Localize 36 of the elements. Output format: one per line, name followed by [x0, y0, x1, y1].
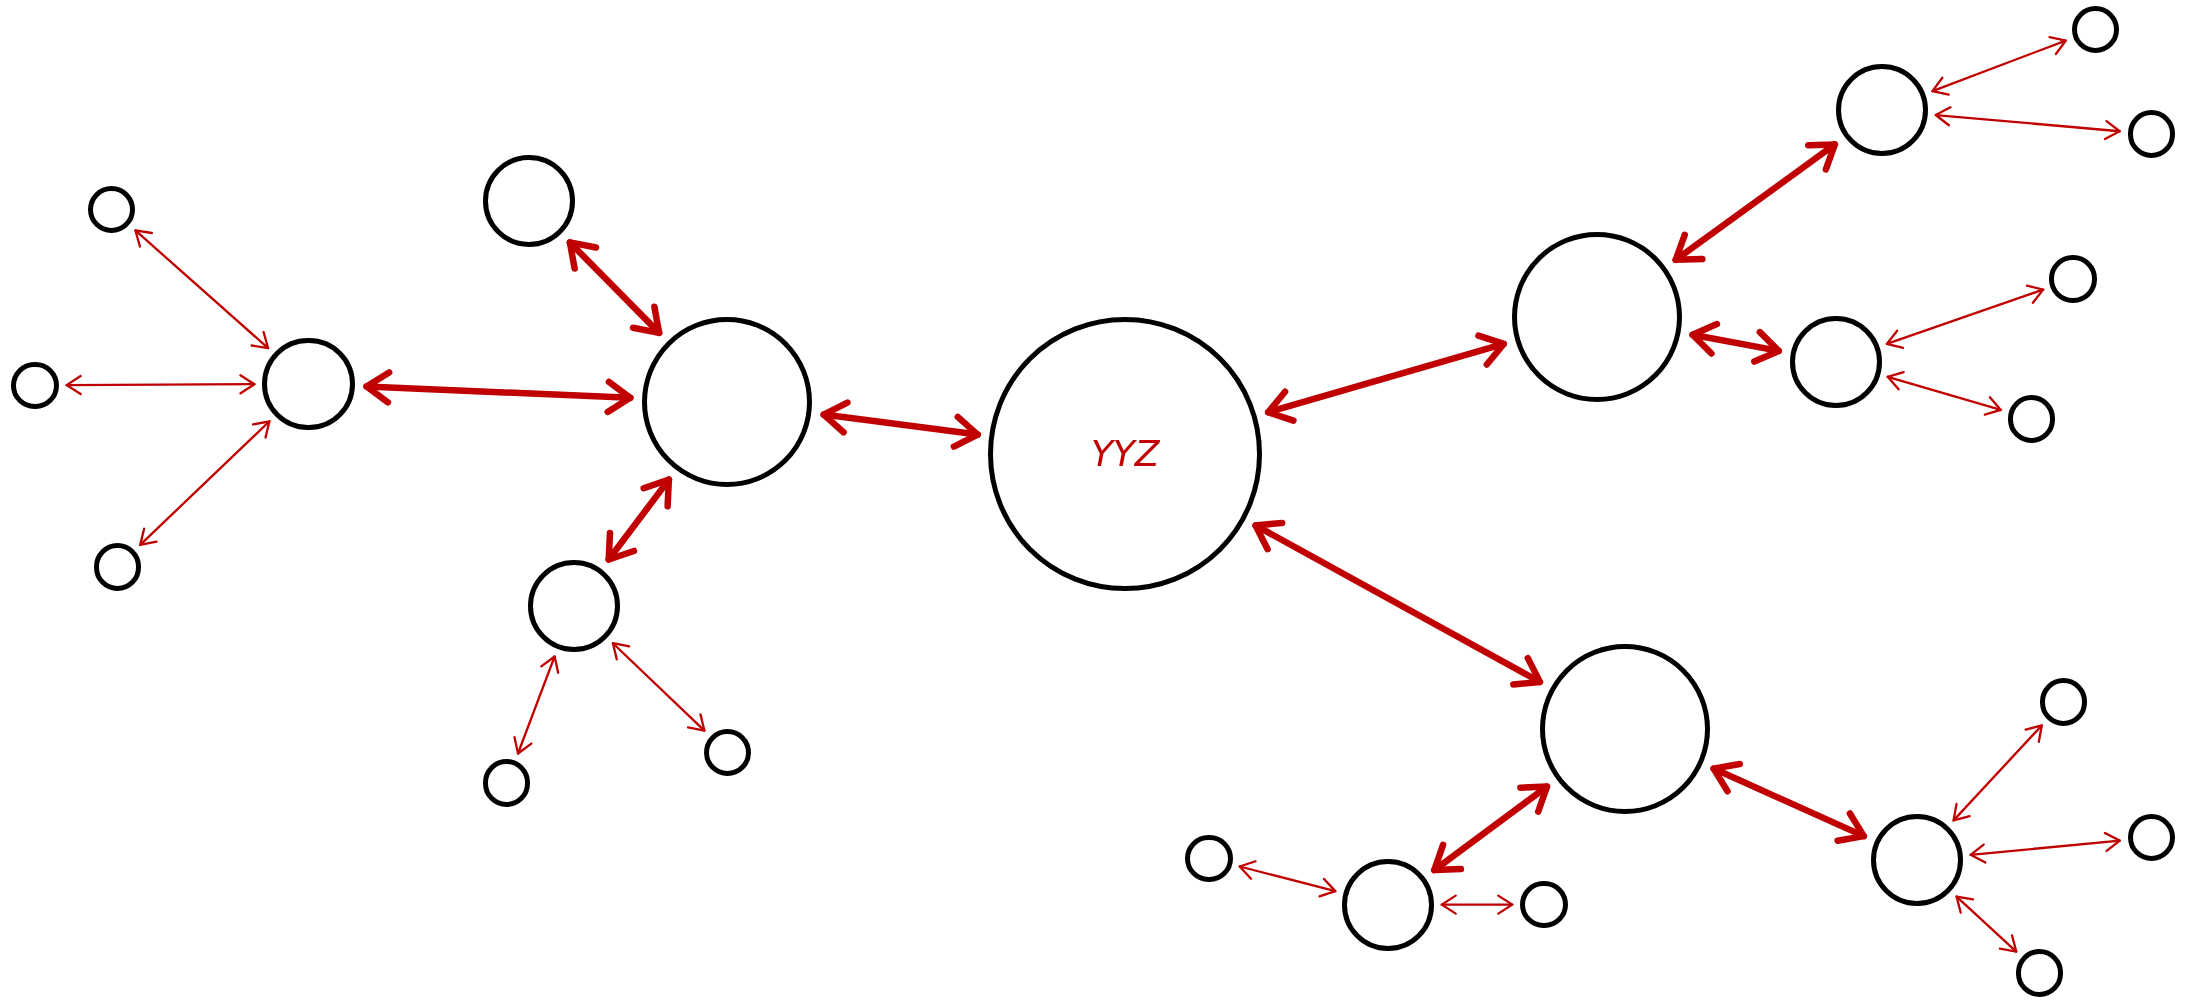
double-arrow — [1672, 141, 1839, 264]
double-arrow — [820, 399, 981, 450]
double-arrow — [134, 229, 270, 350]
double-arrow — [1931, 35, 2067, 96]
circle — [2015, 949, 2064, 997]
node-label: YYZ — [1090, 433, 1160, 475]
double-arrow — [1431, 783, 1551, 874]
double-arrow — [65, 374, 256, 396]
circle — [2127, 110, 2175, 158]
circle — [483, 759, 531, 807]
double-arrow — [1934, 106, 2121, 141]
double-arrow — [605, 476, 673, 563]
double-arrow — [1689, 320, 1782, 365]
double-arrow — [1952, 724, 2043, 822]
circle — [2007, 395, 2055, 443]
double-arrow — [566, 239, 663, 337]
circle — [93, 543, 141, 591]
double-arrow — [1238, 860, 1337, 898]
double-arrow — [1885, 284, 2045, 349]
circle — [1185, 834, 1233, 883]
circle — [11, 361, 59, 409]
double-arrow — [1955, 895, 2018, 953]
circle — [2049, 255, 2097, 303]
double-arrow — [1440, 894, 1514, 915]
double-arrow — [1252, 519, 1544, 688]
double-arrow — [1886, 370, 2002, 416]
circle — [2039, 678, 2088, 726]
double-arrow — [139, 420, 271, 546]
circle — [527, 559, 620, 652]
double-arrow — [1969, 831, 2121, 864]
double-arrow — [611, 642, 706, 732]
double-arrow — [1710, 760, 1868, 845]
circle — [1520, 880, 1568, 929]
double-arrow — [513, 655, 560, 755]
double-arrow — [1264, 332, 1507, 424]
double-arrow — [363, 369, 634, 416]
